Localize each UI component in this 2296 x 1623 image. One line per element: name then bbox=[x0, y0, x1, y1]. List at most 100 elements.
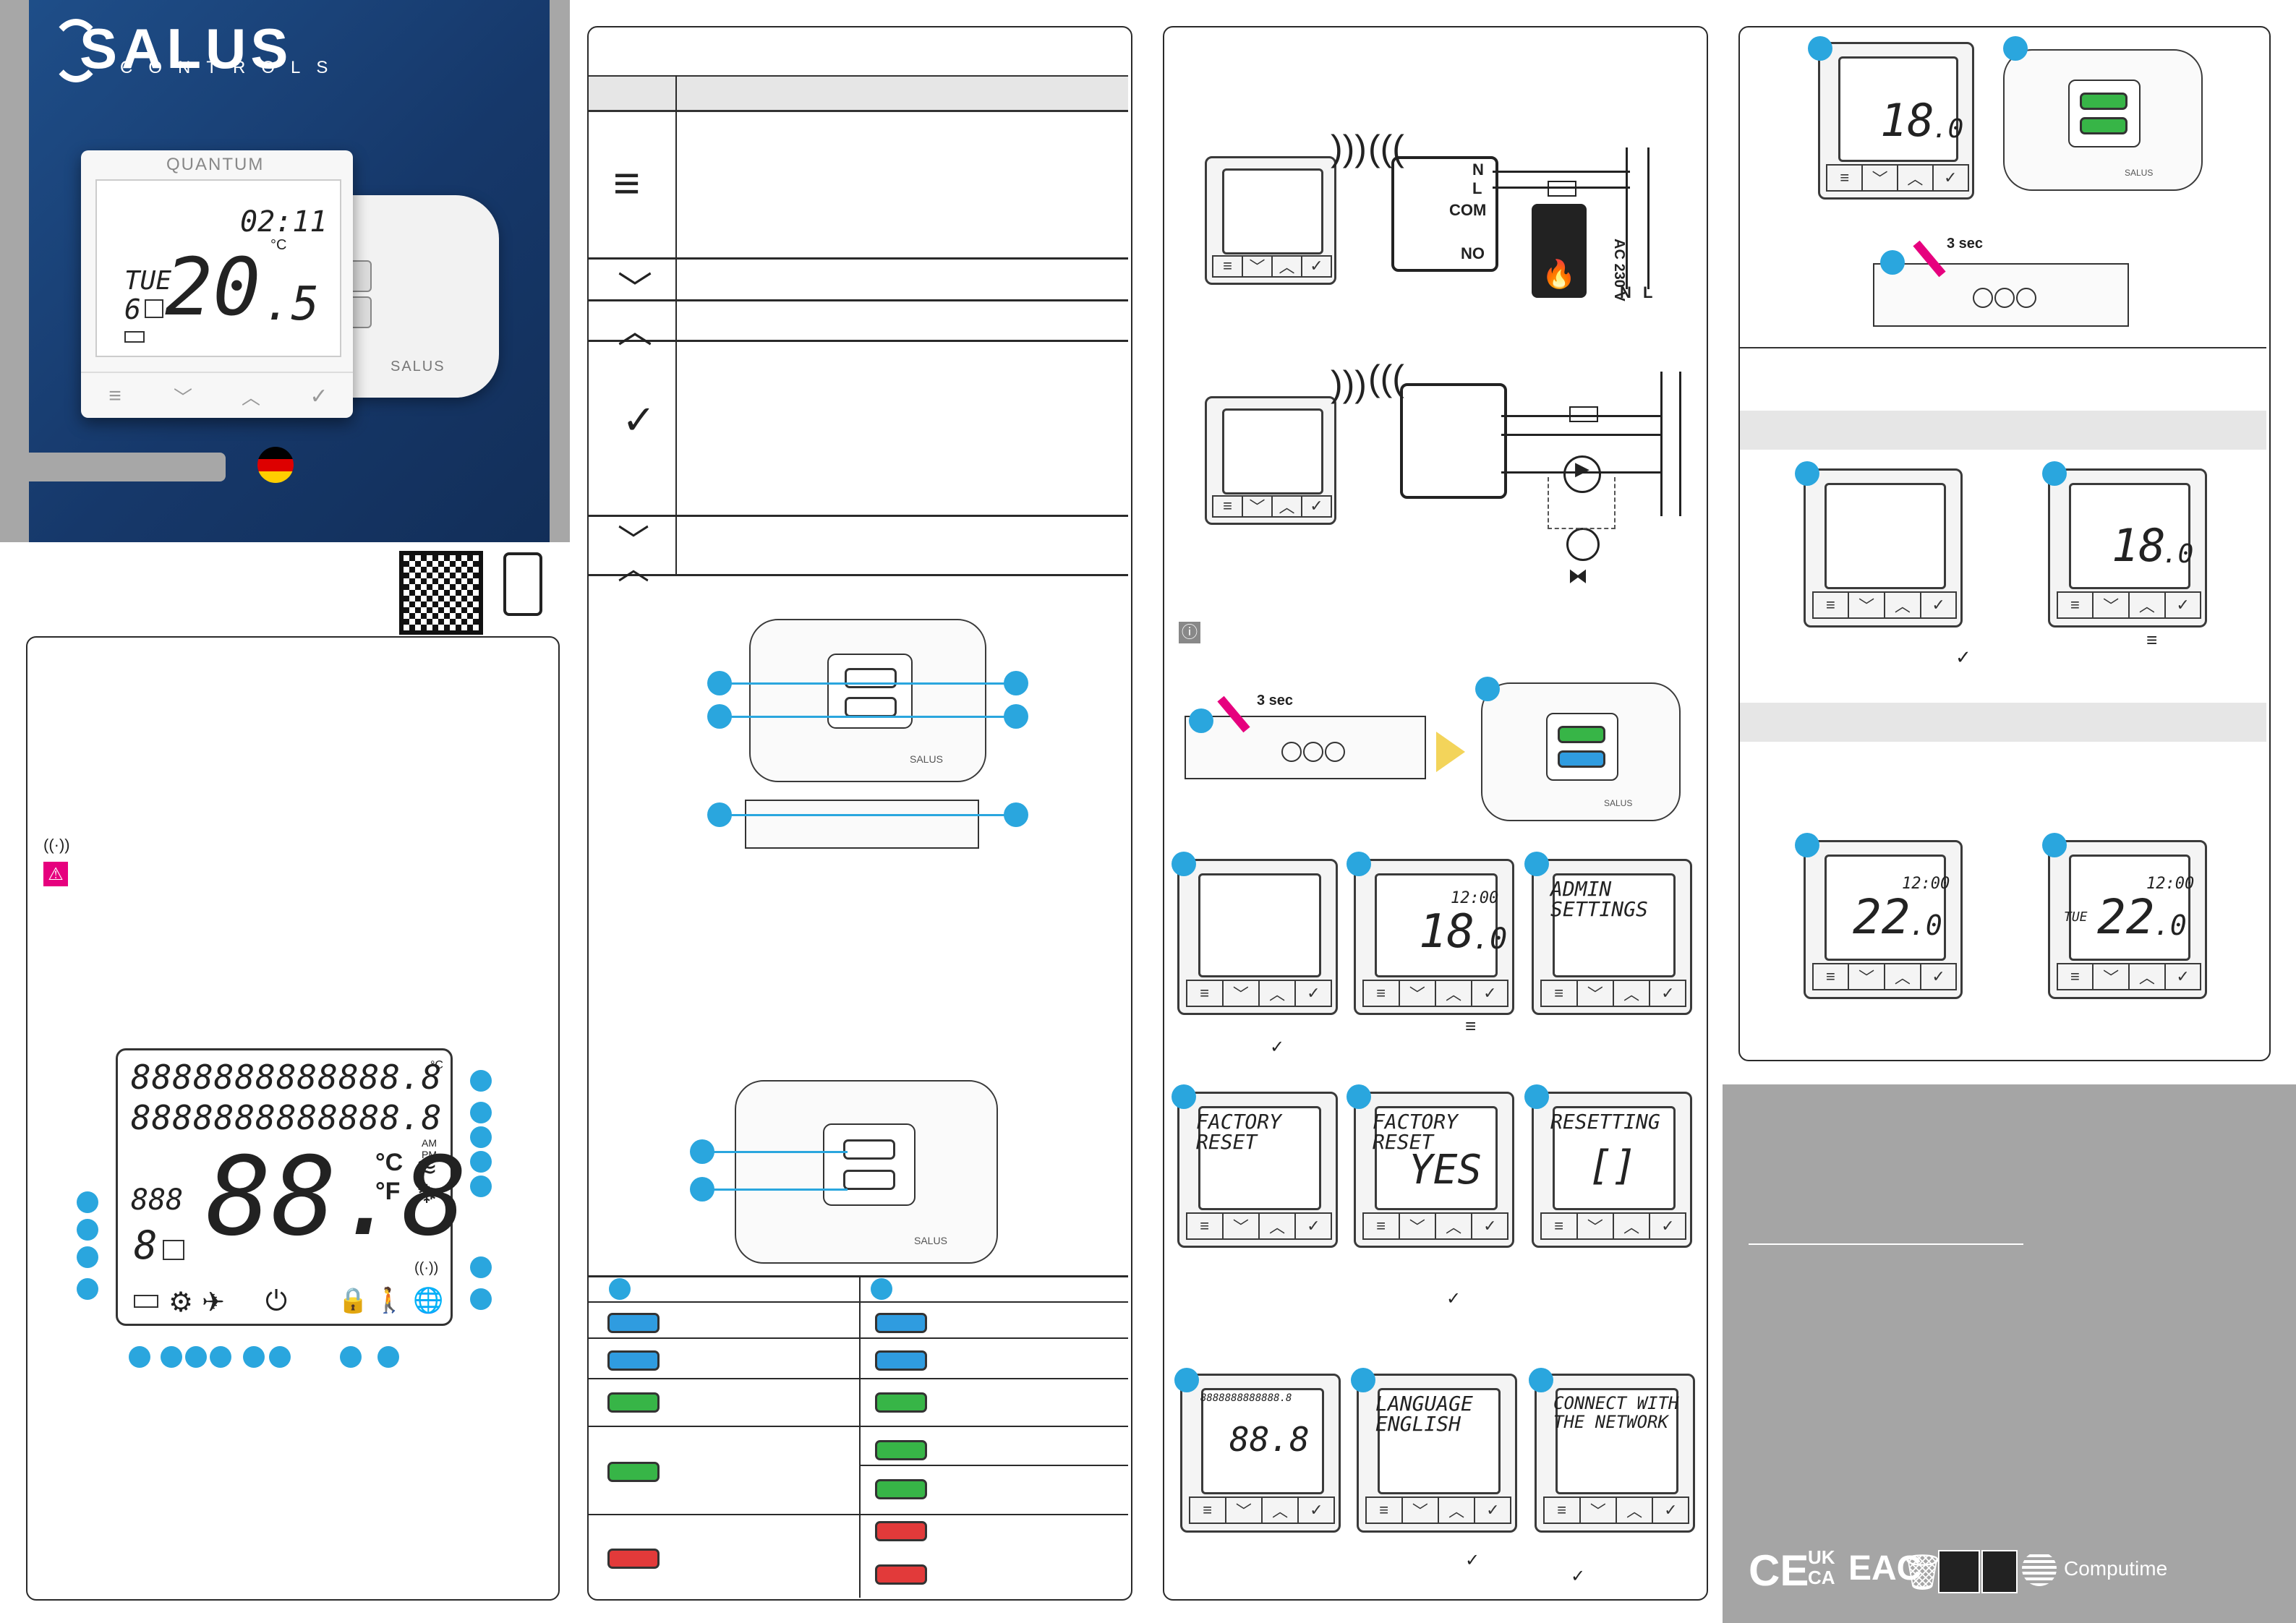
ukca-mark: UK CA bbox=[1808, 1546, 1835, 1588]
resetting-text: RESETTING bbox=[1550, 1110, 1660, 1134]
up-combo-icon: ︿ bbox=[618, 551, 649, 586]
callout-dot bbox=[1795, 461, 1819, 486]
ce-mark: CE bbox=[1749, 1546, 1809, 1595]
pair-receiver: SALUS bbox=[2003, 49, 2203, 191]
callout-dot bbox=[2042, 833, 2067, 857]
lcd-airplane-icon: ✈ bbox=[202, 1288, 225, 1318]
hero-ok-button[interactable]: ✓ bbox=[310, 384, 328, 408]
terminal-l: L bbox=[1472, 179, 1482, 197]
led-red-blink bbox=[875, 1564, 927, 1585]
lcd-lock-icon: 🔒 bbox=[338, 1287, 369, 1314]
info-icon: ⓘ bbox=[1179, 622, 1200, 643]
callout-dot bbox=[1524, 1084, 1549, 1109]
terminal-com: COM bbox=[1449, 201, 1487, 219]
pair3-dec: .0 bbox=[1909, 909, 1942, 941]
ok-press-glyph: ✓ bbox=[1571, 1567, 1586, 1586]
callout-dot bbox=[871, 1278, 892, 1300]
lcd-unit-small: °C bbox=[430, 1059, 443, 1071]
cover-left-strip bbox=[0, 0, 29, 542]
reset-step-5: ≡﹀︿✓ bbox=[1354, 1092, 1514, 1248]
callout-dot bbox=[470, 1176, 492, 1197]
wiring-thermostat-2: ≡﹀︿✓ bbox=[1205, 396, 1336, 525]
language-bar bbox=[29, 453, 226, 481]
relay-box-1 bbox=[1391, 156, 1498, 272]
setup-step-2: ≡﹀︿✓ bbox=[1357, 1374, 1517, 1533]
step2-time: 12:00 bbox=[1451, 889, 1499, 907]
callout-dot bbox=[377, 1346, 399, 1368]
callout-dot bbox=[1808, 36, 1832, 61]
callout-dot bbox=[470, 1151, 492, 1173]
led-green-blink bbox=[875, 1479, 927, 1499]
receiver-diagram-leds: SALUS bbox=[1481, 682, 1681, 821]
wireless-waves-icon: ((( bbox=[1368, 358, 1404, 398]
callout-dot bbox=[269, 1346, 291, 1368]
translate-phone-icon bbox=[503, 552, 542, 616]
led-green bbox=[607, 1392, 660, 1413]
callout-dot bbox=[1475, 677, 1500, 701]
setup-step-3: ≡﹀︿✓ bbox=[1535, 1374, 1695, 1533]
reset-step-3: ≡﹀︿✓ bbox=[1532, 859, 1692, 1015]
menu-press-glyph: ≡ bbox=[1465, 1015, 1477, 1037]
wireless-waves-icon: ))) bbox=[1331, 364, 1367, 404]
led-blue bbox=[875, 1313, 927, 1333]
pair-step-1: ≡﹀︿✓ bbox=[1804, 468, 1963, 628]
callout-dot bbox=[129, 1346, 150, 1368]
dashed-connection bbox=[1548, 477, 1616, 529]
callout-dot bbox=[1172, 852, 1196, 876]
hero-temp: 20 bbox=[165, 241, 261, 333]
callout-dot bbox=[1795, 833, 1819, 857]
led-red bbox=[875, 1521, 927, 1541]
bsi-badge-icon bbox=[1981, 1550, 2018, 1593]
lcd-person-icon: 🚶 bbox=[374, 1287, 405, 1314]
callout-dot bbox=[77, 1246, 98, 1268]
hero-temp-decimal: .5 bbox=[263, 278, 320, 331]
computime-brand: Computime bbox=[2064, 1557, 2168, 1580]
signal-icon: ((·)) bbox=[43, 836, 70, 854]
callout-dot bbox=[690, 1139, 714, 1164]
hero-unit: °C bbox=[270, 237, 287, 253]
eac-mark: EAC bbox=[1848, 1549, 1922, 1588]
cooling-icon: ❄ bbox=[416, 1179, 438, 1209]
full-lcd-diagram: 8888888888888.8 8888888888888.8 °C 888 8… bbox=[116, 1048, 467, 1326]
lcd-big-digits: 88.8 bbox=[206, 1134, 468, 1260]
pair2-dec: .0 bbox=[2162, 539, 2194, 569]
setup1-big: 88.8 bbox=[1229, 1420, 1310, 1459]
lcd-row-1: 8888888888888.8 bbox=[131, 1058, 443, 1097]
menu-button-icon: ≡ bbox=[613, 157, 641, 209]
resetting-glyph: [] bbox=[1588, 1142, 1637, 1189]
led-red-blink bbox=[607, 1549, 660, 1569]
hero-down-button[interactable]: ﹀ bbox=[173, 386, 192, 408]
back-cover bbox=[1723, 1084, 2296, 1623]
wiring-thermostat-1: ≡﹀︿✓ bbox=[1205, 156, 1336, 285]
boiler-icon: 🔥 bbox=[1532, 204, 1587, 298]
lcd-row-2: 8888888888888.8 bbox=[131, 1098, 443, 1137]
callout-dot bbox=[1347, 852, 1371, 876]
down-combo-icon: ﹀ bbox=[618, 523, 649, 559]
brand-name: SALUS bbox=[80, 17, 293, 80]
receiver-diagram-top: SALUS bbox=[749, 619, 986, 782]
callout-dot bbox=[707, 671, 732, 695]
led-green-blink bbox=[875, 1440, 927, 1460]
callout-dot bbox=[185, 1346, 207, 1368]
hero-menu-button[interactable]: ≡ bbox=[108, 384, 121, 408]
up-button-icon: ︿ bbox=[618, 312, 653, 351]
callout-dot bbox=[1004, 802, 1028, 827]
hero-day: TUE bbox=[124, 266, 172, 296]
press-time-label: 3 sec bbox=[1947, 236, 1984, 252]
qr-code[interactable] bbox=[399, 551, 483, 635]
section-band-2 bbox=[1740, 703, 2266, 742]
arrow-right-icon bbox=[1436, 732, 1465, 772]
pair2-temp: 18 bbox=[2112, 519, 2166, 572]
valve-actuator-icon bbox=[1566, 528, 1600, 561]
lcd-battery-icon bbox=[134, 1295, 158, 1308]
callout-dot bbox=[1524, 852, 1549, 876]
lcd-power-icon: ⏻ bbox=[265, 1286, 288, 1316]
lcd-ampm: AM PM bbox=[422, 1137, 437, 1160]
pair-thermostat: ≡﹀︿✓ bbox=[1818, 42, 1974, 200]
callout-dot bbox=[1004, 671, 1028, 695]
callout-dot bbox=[77, 1191, 98, 1213]
hero-up-button[interactable]: ︿ bbox=[241, 386, 260, 408]
section-band-1 bbox=[1740, 411, 2266, 450]
relay-box-2 bbox=[1400, 383, 1507, 499]
setup-step-1: ≡﹀︿✓ bbox=[1180, 1374, 1341, 1533]
